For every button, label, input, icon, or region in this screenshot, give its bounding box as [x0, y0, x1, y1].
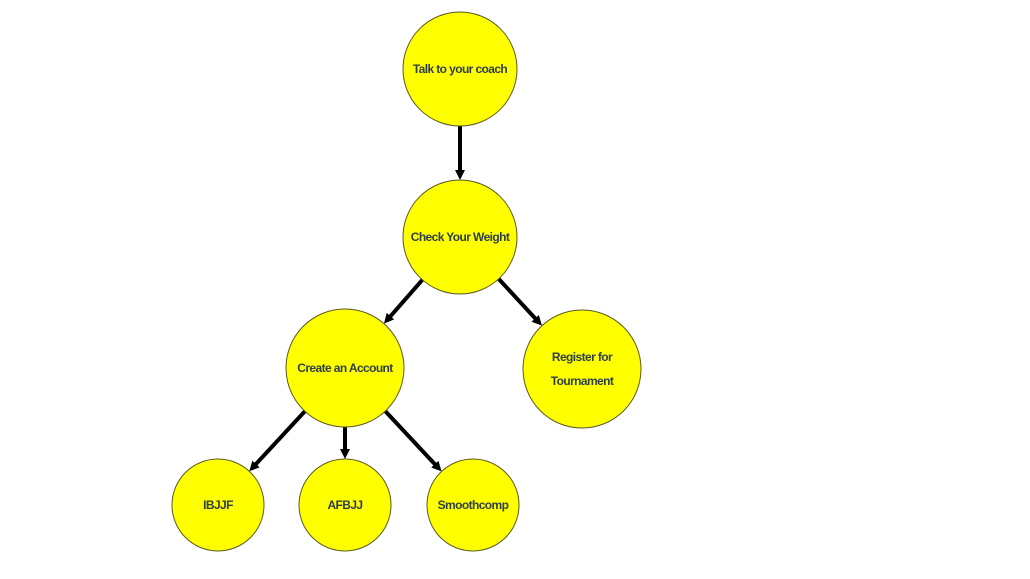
node-label: Talk to your coach [413, 62, 508, 76]
node-label: Smoothcomp [438, 498, 509, 512]
node-ibjjf: IBJJF [171, 458, 265, 552]
node-label: Check Your Weight [411, 230, 510, 244]
node-circle [522, 309, 642, 429]
node-label: Create an Account [297, 361, 393, 375]
node-circle [171, 458, 265, 552]
node-label: Tournament [551, 374, 614, 388]
arrow-check-weight-to-register-tournament [497, 277, 542, 326]
arrow-create-account-to-ibjjf [249, 409, 307, 472]
node-label: IBJJF [203, 498, 233, 512]
node-circle [298, 458, 392, 552]
node-create-account: Create an Account [285, 308, 405, 428]
node-label: AFBJJ [327, 498, 362, 512]
arrow-create-account-to-smoothcomp [383, 409, 442, 472]
node-talk-to-coach: Talk to your coach [402, 11, 518, 127]
node-circle [285, 308, 405, 428]
node-circle [402, 179, 518, 295]
node-circle [402, 11, 518, 127]
node-check-weight: Check Your Weight [402, 179, 518, 295]
node-circle [426, 458, 520, 552]
edges-layer [249, 126, 542, 472]
node-afbjj: AFBJJ [298, 458, 392, 552]
node-smoothcomp: Smoothcomp [426, 458, 520, 552]
arrow-check-weight-to-create-account [383, 278, 424, 324]
node-label: Register for [552, 350, 613, 364]
